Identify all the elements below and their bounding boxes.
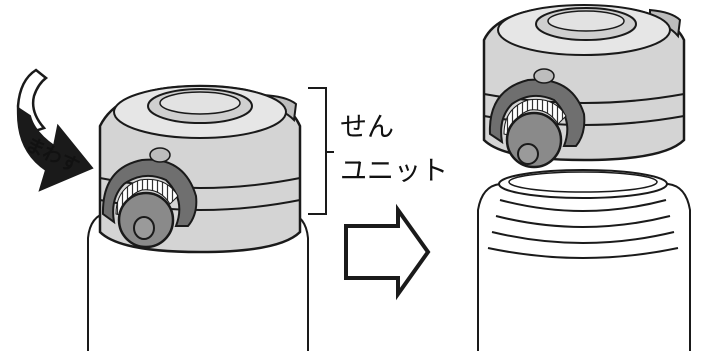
rotate-arrow-icon: まわす [18,70,92,190]
right-bottle-assembly [478,5,690,351]
right-bottle-body [478,184,690,351]
direction-arrow-icon [346,210,428,294]
unit-label-line1: せん [340,112,394,143]
left-bottle-assembly: まわす せん ユニット [18,70,448,351]
left-knob-button [134,217,154,239]
left-cap-opening-inner [160,92,240,114]
right-knob-button [518,144,538,164]
right-cap-unit [484,5,684,167]
unit-label-line2: ユニット [340,156,448,187]
unit-bracket [308,88,334,214]
left-hinge-nub [150,148,170,162]
right-hinge-nub [534,69,554,83]
left-cap-unit [100,86,300,252]
right-cap-opening-inner [548,11,624,31]
